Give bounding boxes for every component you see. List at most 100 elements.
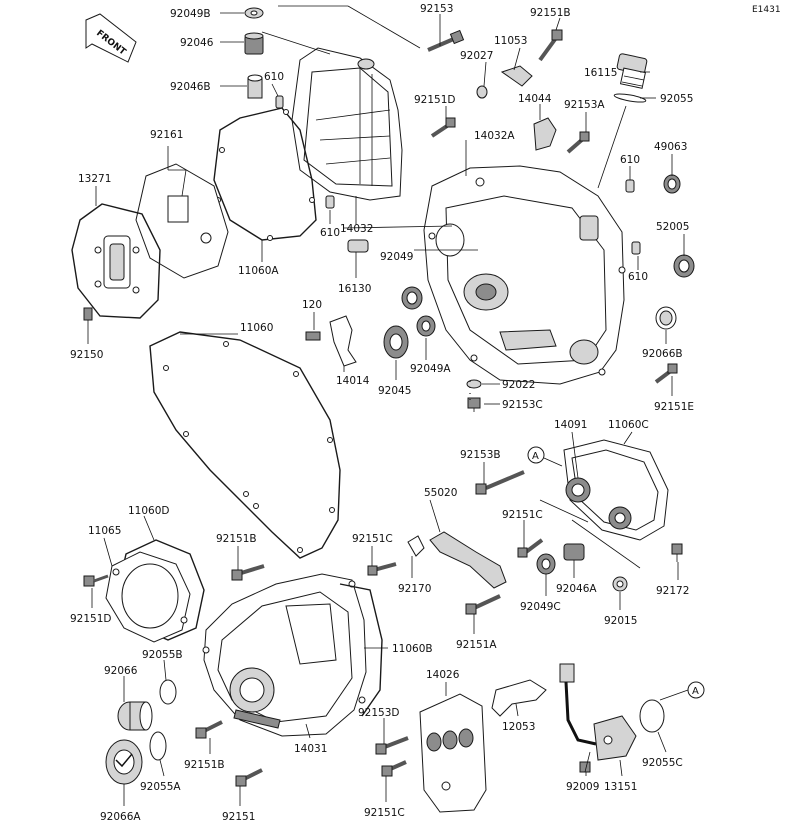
- part-610-dowel-top: [275, 95, 284, 109]
- part-11060C-cover: [563, 439, 669, 541]
- label-11060C: 11060C: [608, 419, 649, 431]
- label-92151D-top: 92151D: [414, 94, 456, 106]
- part-92151C-bolt-left: [367, 562, 397, 576]
- part-92151B-bolt-top: [538, 29, 563, 62]
- part-92153D-bolt: [375, 736, 409, 755]
- part-92153C-bolt: [467, 397, 481, 412]
- label-13151: 13151: [604, 781, 637, 793]
- ref-marker-a-upper: A: [527, 446, 545, 464]
- label-92153A: 92153A: [564, 99, 605, 111]
- label-92055B: 92055B: [142, 649, 183, 661]
- label-92151B-top: 92151B: [530, 7, 571, 19]
- part-92066B-seal: [655, 306, 677, 330]
- label-92153D: 92153D: [358, 707, 400, 719]
- label-92172: 92172: [656, 585, 689, 597]
- part-92055C-oring: [639, 699, 665, 733]
- label-16130: 16130: [338, 283, 371, 295]
- part-11053-clip: [500, 65, 533, 87]
- label-92151C-bottom: 92151C: [364, 807, 405, 819]
- label-92066A: 92066A: [100, 811, 141, 823]
- part-55020-lever: [429, 531, 507, 589]
- part-14026-sprocket-cover: [419, 693, 487, 813]
- part-610-dowel-right: [631, 241, 641, 255]
- part-13271-plate: [71, 203, 161, 319]
- part-92153A-bolt: [566, 131, 590, 154]
- part-52005-seal: [673, 254, 695, 278]
- label-92151C-left: 92151C: [352, 533, 393, 545]
- part-11060B-gasket: [339, 583, 383, 717]
- part-92055B-oring: [159, 679, 177, 705]
- label-92015: 92015: [604, 615, 637, 627]
- part-92172-bolt: [671, 543, 683, 562]
- part-92151A-bolt: [465, 594, 501, 615]
- label-610-top: 610: [264, 71, 284, 83]
- label-12053: 12053: [502, 721, 535, 733]
- svg-text:A: A: [692, 686, 699, 697]
- part-number-labels: 92049B 92046 92046B 610 92153 92151B 110…: [70, 3, 694, 823]
- part-92170-clamp: [407, 535, 425, 557]
- label-14026: 14026: [426, 669, 460, 681]
- label-92151B-bottom: 92151B: [184, 759, 225, 771]
- part-14014-bracket: [329, 315, 357, 367]
- part-92045-bearing: [383, 286, 423, 359]
- label-92066B: 92066B: [642, 348, 683, 360]
- part-92151D-bolt-bottom: [83, 574, 109, 587]
- label-610-right: 610: [628, 271, 648, 283]
- label-14032A: 14032A: [474, 130, 515, 142]
- label-92153C: 92153C: [502, 399, 543, 411]
- part-13151-sensor: [559, 663, 637, 761]
- label-92055: 92055: [660, 93, 693, 105]
- part-11065-cover: [105, 551, 191, 643]
- label-92055C: 92055C: [642, 757, 683, 769]
- label-52005: 52005: [656, 221, 689, 233]
- label-14091: 14091: [554, 419, 587, 431]
- part-92049A-seal: [416, 315, 436, 337]
- leader-lines: [87, 5, 689, 806]
- ref-marker-a-lower: A: [687, 681, 705, 699]
- label-120: 120: [302, 299, 322, 311]
- label-11065: 11065: [88, 525, 121, 537]
- label-92153B: 92153B: [460, 449, 501, 461]
- label-92049C: 92049C: [520, 601, 561, 613]
- part-49063-seal: [663, 174, 681, 194]
- part-11060A-gasket: [213, 107, 317, 241]
- part-92151C-bolt-bottom: [381, 760, 407, 777]
- label-11060: 11060: [240, 322, 273, 334]
- label-92151: 92151: [222, 811, 255, 823]
- label-92066: 92066: [104, 665, 138, 677]
- label-14014: 14014: [336, 375, 370, 387]
- part-92153-bolt: [427, 29, 465, 52]
- label-92055A: 92055A: [140, 781, 181, 793]
- label-13271: 13271: [78, 173, 111, 185]
- label-92151C-right: 92151C: [502, 509, 543, 521]
- part-12053-guide: [491, 679, 547, 717]
- part-92151C-bolt-right: [517, 538, 544, 558]
- label-92009: 92009: [566, 781, 599, 793]
- part-610-dowel-right-top: [625, 179, 635, 193]
- label-14044: 14044: [518, 93, 552, 105]
- label-92153: 92153: [420, 3, 453, 15]
- label-92046: 92046: [180, 37, 214, 49]
- part-92066A-plug: [105, 739, 143, 785]
- label-55020: 55020: [424, 487, 457, 499]
- part-14044-guide: [533, 117, 557, 151]
- part-92009-screw: [579, 751, 591, 773]
- label-11060A: 11060A: [238, 265, 279, 277]
- label-92150: 92150: [70, 349, 103, 361]
- part-92027-washer: [476, 85, 488, 99]
- label-92151B-mid: 92151B: [216, 533, 257, 545]
- part-92046-bush: [244, 32, 264, 55]
- label-92151E: 92151E: [654, 401, 694, 413]
- part-92066-plug: [117, 701, 153, 731]
- part-92049C-seal: [536, 553, 556, 575]
- label-11060D: 11060D: [128, 505, 170, 517]
- part-14032A-crankcase-cover: [423, 165, 626, 385]
- part-92055-oring: [613, 93, 647, 103]
- label-49063: 49063: [654, 141, 687, 153]
- label-92046B: 92046B: [170, 81, 211, 93]
- label-610-left: 610: [320, 227, 340, 239]
- part-92151E-bolt: [654, 363, 678, 384]
- part-92151B-bolt-middle: [231, 564, 265, 581]
- label-92151A: 92151A: [456, 639, 497, 651]
